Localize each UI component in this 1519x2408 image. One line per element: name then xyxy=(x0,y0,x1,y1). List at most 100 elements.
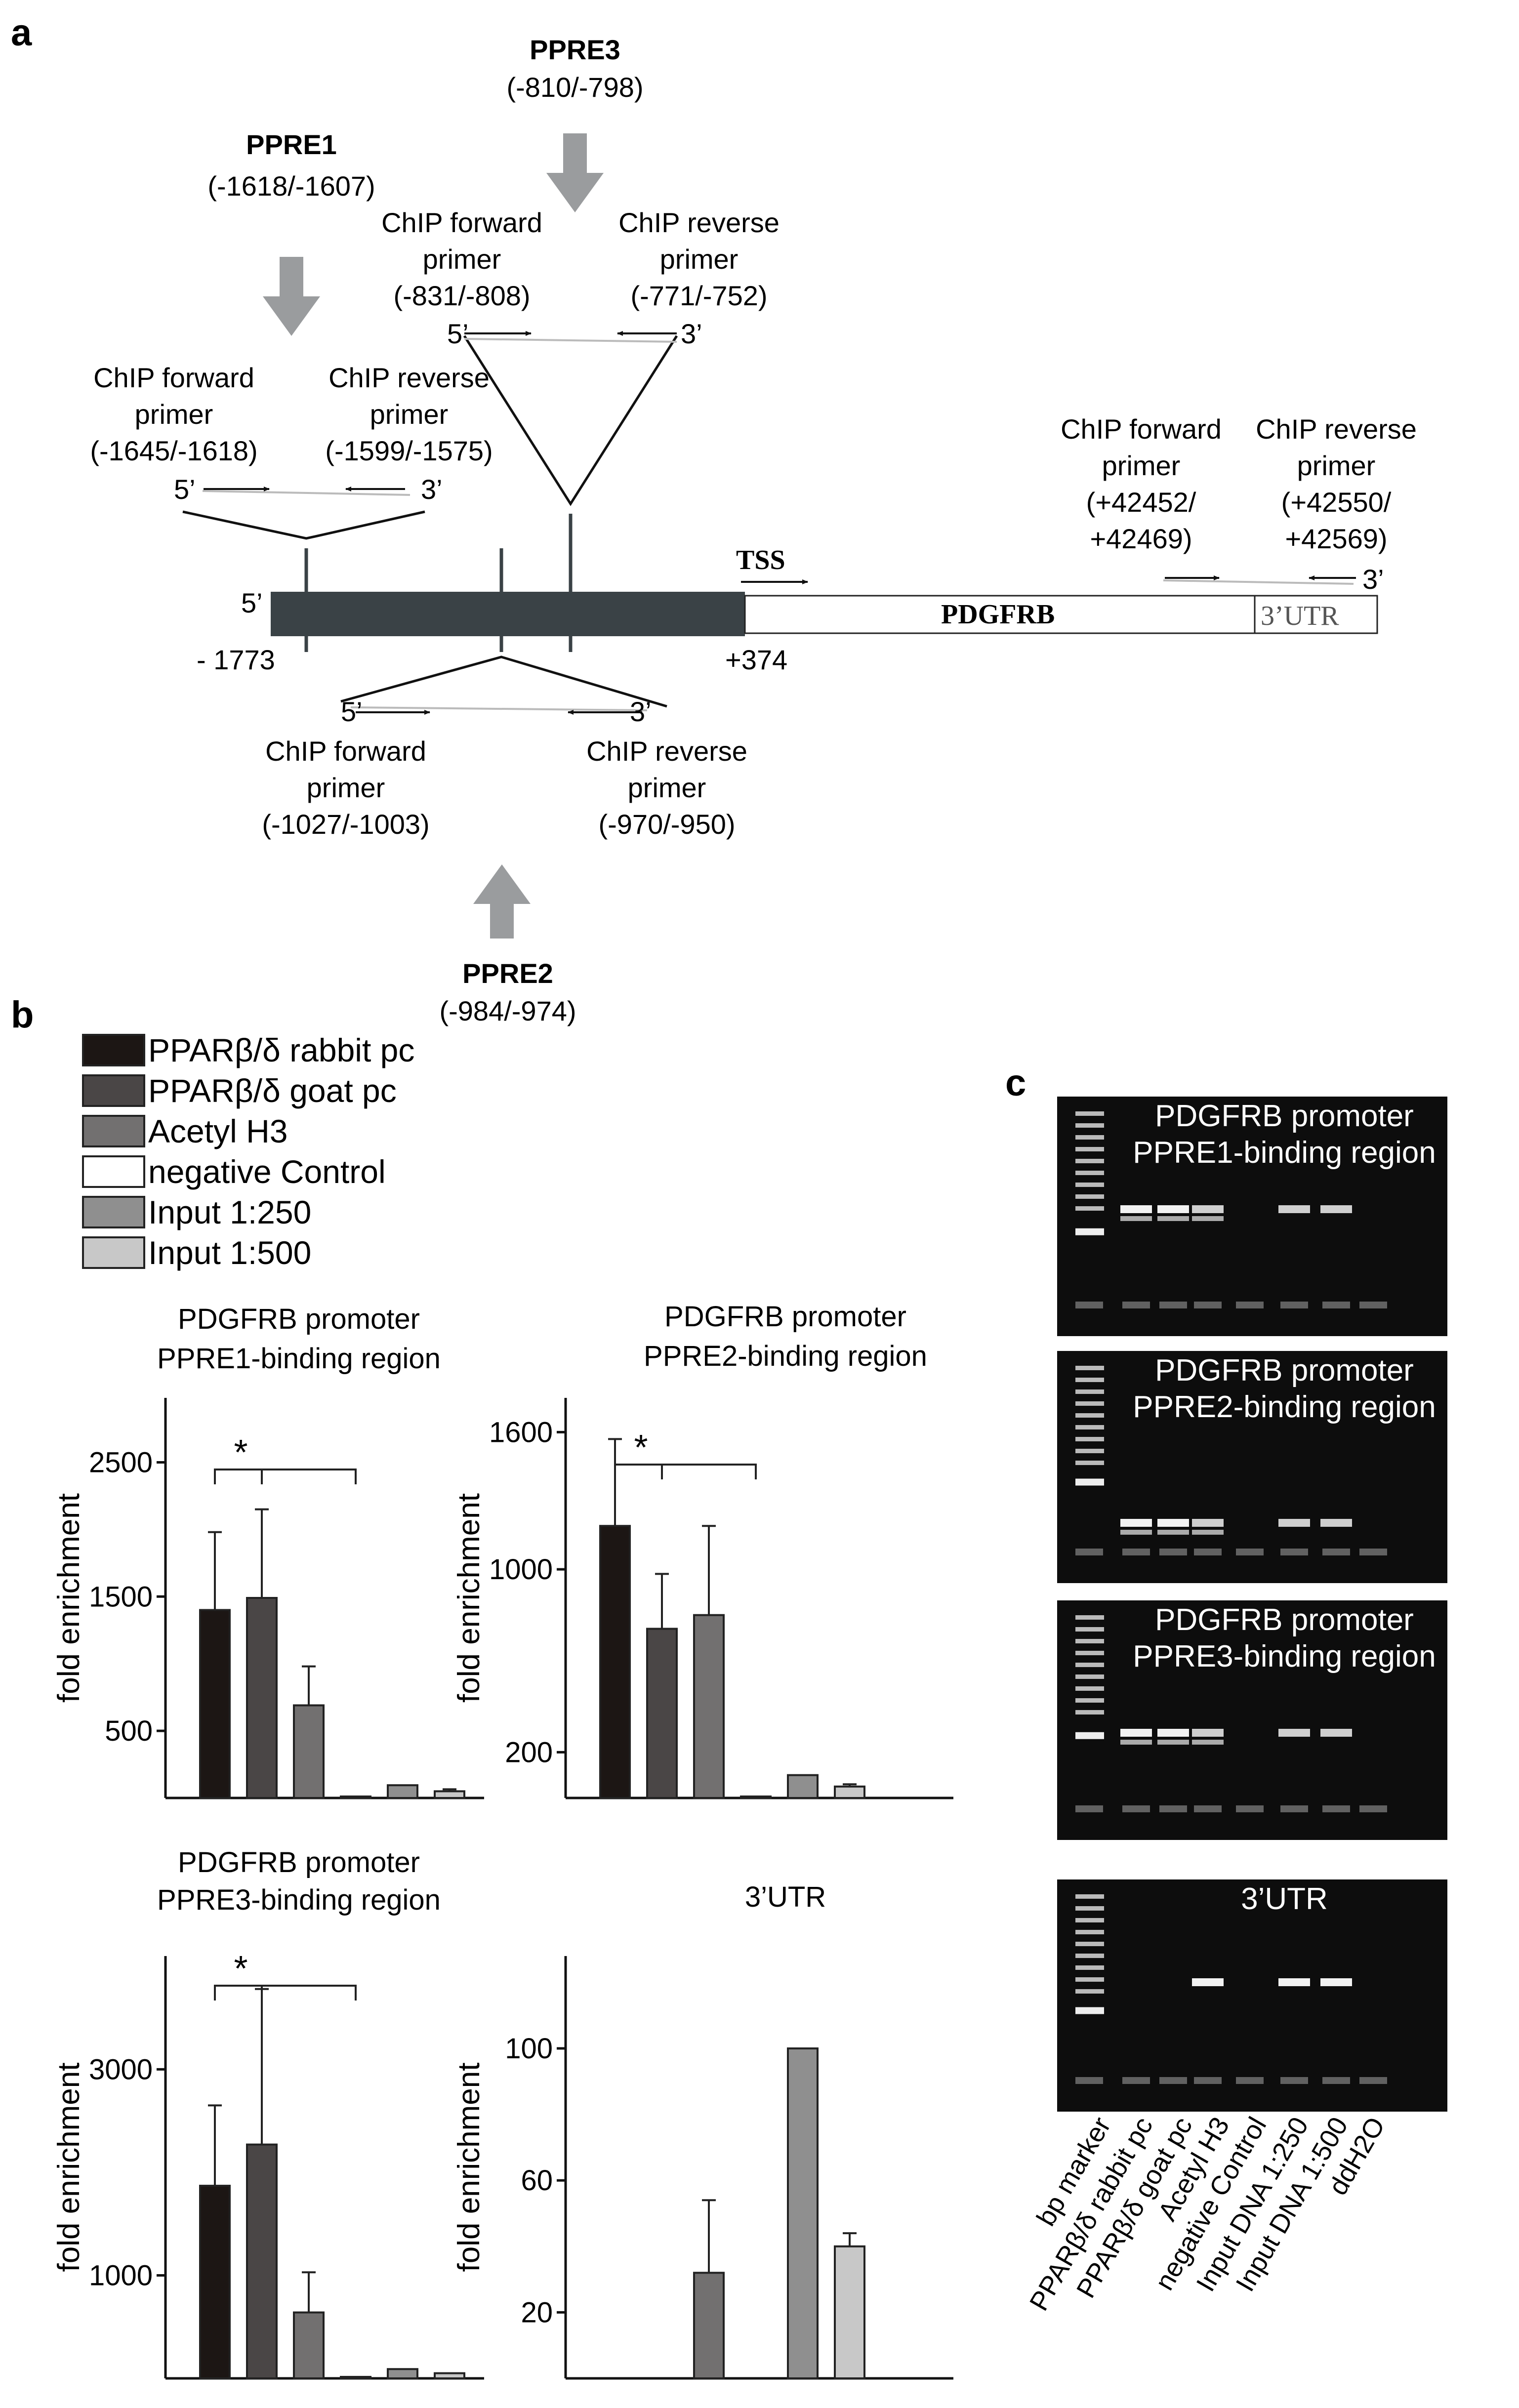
bar xyxy=(293,2311,325,2380)
chart-title: PPRE2-binding region xyxy=(644,1340,927,1372)
gel-title: PDGFRB promoter xyxy=(1155,1099,1414,1133)
promoter-end-label: +374 xyxy=(725,644,787,675)
significance-bracket xyxy=(214,1469,357,1484)
svg-text:(-1645/-1618): (-1645/-1618) xyxy=(90,435,257,466)
gel-title: PDGFRB promoter xyxy=(1155,1353,1414,1388)
pr2-forward-label: ChIP forward primer (-1027/-1003) xyxy=(262,735,429,840)
bar xyxy=(199,2185,231,2380)
promoter-region xyxy=(271,592,745,636)
gel-title: PPRE3-binding region xyxy=(1133,1639,1436,1673)
ppre2-name: PPRE2 xyxy=(462,958,553,989)
bar xyxy=(740,1796,772,1799)
svg-text:primer: primer xyxy=(135,399,213,430)
svg-text:(-831/-808): (-831/-808) xyxy=(393,280,530,311)
pr1-five-prime: 5’ xyxy=(174,474,196,505)
gel-title: PPRE2-binding region xyxy=(1133,1390,1436,1424)
ppre3-name: PPRE3 xyxy=(530,34,620,65)
y-tick-label: 3000 xyxy=(89,2053,153,2085)
svg-text:(-1599/-1575): (-1599/-1575) xyxy=(325,435,493,466)
pr2-five-prime: 5’ xyxy=(341,696,363,727)
svg-text:ChIP reverse: ChIP reverse xyxy=(586,735,747,767)
gel-title: PDGFRB promoter xyxy=(1155,1603,1414,1637)
bar xyxy=(834,2245,865,2379)
svg-text:primer: primer xyxy=(1297,450,1376,481)
bar xyxy=(387,1784,418,1799)
bar xyxy=(340,2376,371,2379)
ppre3-position: (-810/-798) xyxy=(506,72,643,103)
y-axis-label: fold enrichment xyxy=(452,1493,486,1703)
bar xyxy=(246,2143,278,2380)
y-tick-label: 60 xyxy=(521,2164,553,2197)
significance-star: * xyxy=(234,1433,247,1472)
five-prime-label: 5’ xyxy=(241,587,263,618)
legend-label: negative Control xyxy=(148,1153,386,1190)
legend-label: PPARβ/δ rabbit pc xyxy=(148,1032,414,1068)
tss-label: TSS xyxy=(736,545,785,575)
bar xyxy=(787,1774,819,1799)
bar xyxy=(246,1597,278,1799)
gel-title: PPRE1-binding region xyxy=(1133,1136,1436,1170)
bar xyxy=(599,1525,631,1799)
svg-text:+42569): +42569) xyxy=(1285,523,1387,554)
legend-label: Acetyl H3 xyxy=(148,1113,287,1149)
bar xyxy=(693,2272,725,2379)
svg-text:(-970/-950): (-970/-950) xyxy=(598,809,735,840)
legend-swatch xyxy=(82,1034,145,1066)
y-tick-label: 500 xyxy=(105,1715,153,1747)
pr3-forward-label: ChIP forward primer (-831/-808) xyxy=(381,207,542,311)
svg-text:primer: primer xyxy=(423,244,501,275)
significance-star: * xyxy=(634,1428,648,1468)
gene-body xyxy=(744,595,1378,634)
legend-label: Input 1:250 xyxy=(148,1194,311,1230)
pr1-reverse-label: ChIP reverse primer (-1599/-1575) xyxy=(325,362,493,466)
y-tick-label: 1000 xyxy=(89,2259,153,2291)
significance-bracket xyxy=(614,1464,757,1479)
pr1-three-prime: 3’ xyxy=(421,474,443,505)
y-tick-label: 1000 xyxy=(489,1553,553,1586)
pr3-five-prime: 5’ xyxy=(447,318,469,349)
svg-text:ChIP reverse: ChIP reverse xyxy=(618,207,780,238)
chart-title: PDGFRB promoter xyxy=(664,1301,906,1333)
significance-bracket xyxy=(214,1985,357,2000)
ppre3-arrow xyxy=(546,133,604,212)
bar xyxy=(646,1628,678,1799)
y-axis-label: fold enrichment xyxy=(52,2063,86,2272)
svg-text:primer: primer xyxy=(628,772,706,803)
svg-text:ChIP forward: ChIP forward xyxy=(381,207,542,238)
utr-forward-label: ChIP forward primer (+42452/ +42469) xyxy=(1061,413,1222,554)
y-tick-label: 200 xyxy=(505,1736,553,1768)
promoter-start-label: - 1773 xyxy=(197,644,275,675)
svg-text:(-1027/-1003): (-1027/-1003) xyxy=(262,809,429,840)
pr2-reverse-label: ChIP reverse primer (-970/-950) xyxy=(586,735,747,840)
svg-text:ChIP forward: ChIP forward xyxy=(93,362,254,393)
ppre1-position: (-1618/-1607) xyxy=(207,170,375,202)
svg-text:(-771/-752): (-771/-752) xyxy=(630,280,767,311)
y-tick-label: 100 xyxy=(505,2033,553,2065)
svg-text:+42469): +42469) xyxy=(1090,523,1192,554)
y-axis-label: fold enrichment xyxy=(452,2063,486,2272)
svg-text:ChIP reverse: ChIP reverse xyxy=(1256,413,1417,445)
utr-reverse-label: ChIP reverse primer (+42550/ +42569) xyxy=(1256,413,1417,554)
pr1-forward-label: ChIP forward primer (-1645/-1618) xyxy=(90,362,257,466)
panel-c-letter: c xyxy=(1005,1062,1026,1104)
pr3-three-prime: 3’ xyxy=(681,318,702,349)
chart-title: PPRE1-binding region xyxy=(157,1343,441,1375)
legend-swatch xyxy=(82,1115,145,1147)
legend-swatch xyxy=(82,1155,145,1188)
legend-swatch xyxy=(82,1196,145,1228)
ppre1-name: PPRE1 xyxy=(246,129,337,160)
bar xyxy=(340,1796,371,1799)
utr-label: 3’UTR xyxy=(1261,601,1339,631)
panel-a-letter: a xyxy=(11,12,32,54)
panel-b-letter: b xyxy=(11,994,34,1036)
legend-label: Input 1:500 xyxy=(148,1234,311,1271)
svg-text:ChIP forward: ChIP forward xyxy=(1061,413,1222,445)
